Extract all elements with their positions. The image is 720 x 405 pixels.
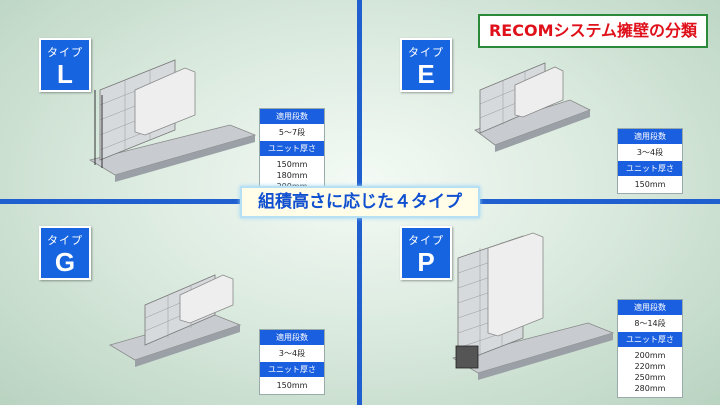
type-badge-letter: G (54, 247, 76, 277)
spec-thickness-value: 150mm (276, 160, 308, 169)
type-badge-g: タイプ G (39, 226, 91, 280)
spec-thickness-value: 150mm (276, 381, 308, 390)
spec-thickness-value: 250mm (634, 373, 666, 382)
type-badge-p: タイプ P (400, 226, 452, 280)
type-badge-letter: P (417, 247, 435, 277)
spec-thickness-value: 200mm (634, 351, 666, 360)
spec-thickness-value: 220mm (634, 362, 666, 371)
spec-stages-value: 5～7段 (278, 128, 306, 137)
spec-header-thickness: ユニット厚さ (618, 332, 682, 347)
spec-header-stages: 適用段数 (260, 330, 324, 345)
wall-illustration-p (451, 232, 615, 380)
wall-illustration-g (109, 274, 242, 367)
spec-header-stages: 適用段数 (618, 129, 682, 144)
type-badge-label: タイプ (408, 46, 444, 59)
wall-illustration-e (474, 62, 592, 152)
spec-header-thickness: ユニット厚さ (260, 141, 324, 156)
spec-table-e: 適用段数 3～4段 ユニット厚さ 150mm (617, 128, 683, 194)
center-label: 組積高さに応じた４タイプ (240, 186, 480, 218)
type-badge-l: タイプ L (39, 38, 91, 92)
wall-illustration-l (88, 59, 257, 182)
spec-thickness-value: 150mm (634, 180, 666, 189)
spec-table-g: 適用段数 3～4段 ユニット厚さ 150mm (259, 329, 325, 395)
spec-table-l: 適用段数 5～7段 ユニット厚さ 150mm 180mm 200mm (259, 108, 325, 196)
page-title: RECOMシステム擁壁の分類 (478, 14, 708, 48)
spec-header-thickness: ユニット厚さ (618, 161, 682, 176)
spec-header-thickness: ユニット厚さ (260, 362, 324, 377)
spec-header-stages: 適用段数 (260, 109, 324, 124)
type-badge-label: タイプ (47, 234, 83, 247)
spec-table-p: 適用段数 8～14段 ユニット厚さ 200mm 220mm 250mm 280m… (617, 299, 683, 398)
spec-thickness-value: 180mm (276, 171, 308, 180)
spec-header-stages: 適用段数 (618, 300, 682, 315)
type-badge-letter: E (417, 59, 435, 89)
spec-stages-value: 3～4段 (278, 349, 306, 358)
spec-stages-value: 8～14段 (634, 319, 666, 328)
spec-thickness-value: 280mm (634, 384, 666, 393)
type-badge-label: タイプ (408, 234, 444, 247)
spec-stages-value: 3～4段 (636, 148, 664, 157)
type-badge-letter: L (57, 59, 73, 89)
type-badge-e: タイプ E (400, 38, 452, 92)
type-badge-label: タイプ (47, 46, 83, 59)
